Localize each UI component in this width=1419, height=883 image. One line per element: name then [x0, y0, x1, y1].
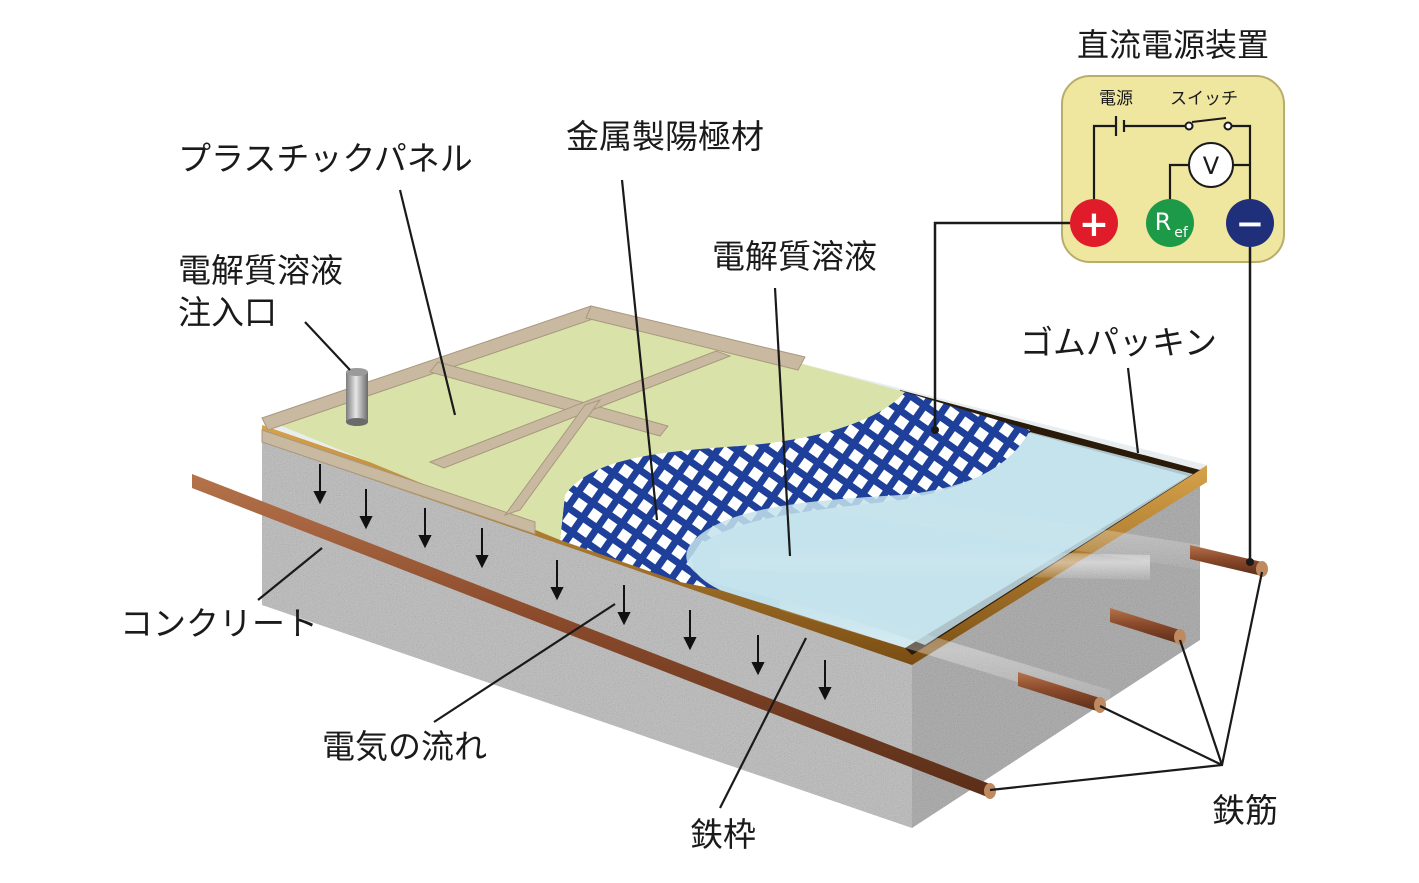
rebar-right-2-end: [1174, 629, 1186, 645]
wire-ref-meter: [1168, 163, 1190, 200]
current-arrow: [550, 560, 564, 601]
inlet-pipe-body: [346, 372, 368, 422]
ref-terminal-main: R: [1155, 208, 1172, 236]
anode-wire: [933, 221, 1070, 430]
leader-rebar-2: [1178, 639, 1224, 766]
current-arrow: [418, 508, 432, 549]
rebar-right-1-end: [1094, 697, 1106, 713]
label-metal-anode: 金属製陽極材: [566, 117, 764, 156]
switch-contact-right: [1223, 121, 1233, 131]
arrow-head: [751, 662, 765, 676]
voltmeter: V: [1188, 142, 1234, 188]
leader-lines: [257, 179, 1264, 809]
minus-terminal-circle: [1226, 199, 1274, 247]
rebar-right-1-body: [1018, 672, 1100, 712]
arrow-head: [475, 555, 489, 569]
ref-terminal-sub: ef: [1174, 225, 1189, 241]
leader-current-flow: [433, 603, 616, 723]
panel-frame-cross-3: [503, 399, 602, 516]
minus-terminal-label: −: [1236, 204, 1265, 244]
arrow-head: [550, 587, 564, 601]
current-arrow: [617, 585, 631, 626]
switch-lever: [1191, 117, 1227, 123]
arrow-head: [313, 491, 327, 505]
leader-inlet: [304, 321, 351, 371]
current-arrow: [475, 528, 489, 569]
wire-positive: [1092, 124, 1116, 200]
reference-terminal: R ef: [1146, 199, 1194, 247]
label-rubber-packing: ゴムパッキン: [1020, 323, 1217, 362]
arrow-head: [818, 687, 832, 701]
label-rebar: 鉄筋: [1212, 791, 1278, 830]
label-electrolyte: 電解質溶液: [712, 237, 877, 276]
leader-concrete: [257, 547, 323, 601]
external-wiring: [933, 221, 1252, 560]
label-current-flow: 電気の流れ: [322, 727, 487, 766]
rebars: [192, 474, 1268, 799]
panel-frame: [261, 305, 806, 535]
plus-terminal: +: [1070, 199, 1118, 247]
arrow-head: [418, 535, 432, 549]
rebar-right-2-body: [1110, 608, 1180, 644]
current-arrow: [359, 489, 373, 530]
power-supply-unit: 直流電源装置 電源 スイッチ V +: [1061, 26, 1285, 263]
current-arrow: [751, 635, 765, 676]
leader-iron-frame: [719, 637, 807, 809]
rebar-right-1: [1018, 672, 1106, 713]
arrow-head: [359, 516, 373, 530]
battery-symbol: [1114, 116, 1126, 136]
power-supply-title: 直流電源装置: [1077, 26, 1269, 64]
anode-connection-point: [931, 426, 939, 434]
rebar-right-3-body: [1190, 545, 1262, 576]
plus-terminal-circle: [1070, 199, 1118, 247]
inlet-pipe-top: [346, 368, 368, 376]
metal-anode-mesh: [560, 392, 1030, 590]
labels: プラスチックパネル 金属製陽極材 電解質溶液 注入口 電解質溶液 ゴムパッキン …: [120, 117, 1278, 854]
cathode-connection-point: [1246, 558, 1254, 566]
minus-terminal: −: [1226, 199, 1274, 247]
leader-rubber-packing: [1126, 367, 1140, 454]
switch-label: スイッチ: [1170, 89, 1238, 109]
label-plastic-panel: プラスチックパネル: [178, 139, 473, 178]
ref-terminal-circle: [1146, 199, 1194, 247]
current-arrow: [818, 660, 832, 701]
switch-symbol: [1184, 117, 1233, 131]
circuit-wiring: [1092, 124, 1252, 200]
current-arrow: [313, 464, 327, 505]
rebar-right-3-end: [1256, 561, 1268, 577]
rebar-front: [192, 474, 996, 799]
panel-frame-cross-2: [428, 350, 732, 469]
label-concrete: コンクリート: [120, 604, 318, 643]
rebar-front-body: [192, 474, 990, 798]
current-arrows: [313, 464, 832, 701]
rebar-right-2: [1110, 608, 1186, 645]
panel-frame-top-rail: [585, 305, 806, 371]
label-inlet-line2: 注入口: [178, 293, 277, 332]
label-inlet-line1: 電解質溶液: [178, 251, 343, 290]
leader-metal-anode: [620, 179, 659, 521]
leader-electrolyte: [773, 287, 792, 557]
label-iron-frame: 鉄枠: [690, 815, 756, 854]
electrolyte-blob: [686, 432, 1193, 645]
switch-contact-left: [1184, 121, 1194, 131]
panel-frame-front-rail: [261, 429, 536, 535]
arrow-head: [683, 637, 697, 651]
rubber-packing-rim: [900, 390, 1200, 655]
current-arrow: [683, 610, 697, 651]
voltmeter-circle: [1188, 142, 1234, 188]
inlet-pipe: [346, 368, 368, 426]
leader-rebar-3: [1099, 705, 1223, 766]
leader-plastic-panel: [398, 189, 457, 416]
arrow-head: [617, 612, 631, 626]
rebar-front-end: [984, 783, 996, 799]
inlet-pipe-bottom: [346, 418, 368, 426]
rebar-right-3: [1190, 545, 1268, 577]
voltmeter-label: V: [1203, 152, 1220, 180]
plus-terminal-label: +: [1079, 204, 1109, 245]
wire-switch-negative: [1232, 124, 1252, 200]
power-source-label: 電源: [1099, 89, 1133, 109]
